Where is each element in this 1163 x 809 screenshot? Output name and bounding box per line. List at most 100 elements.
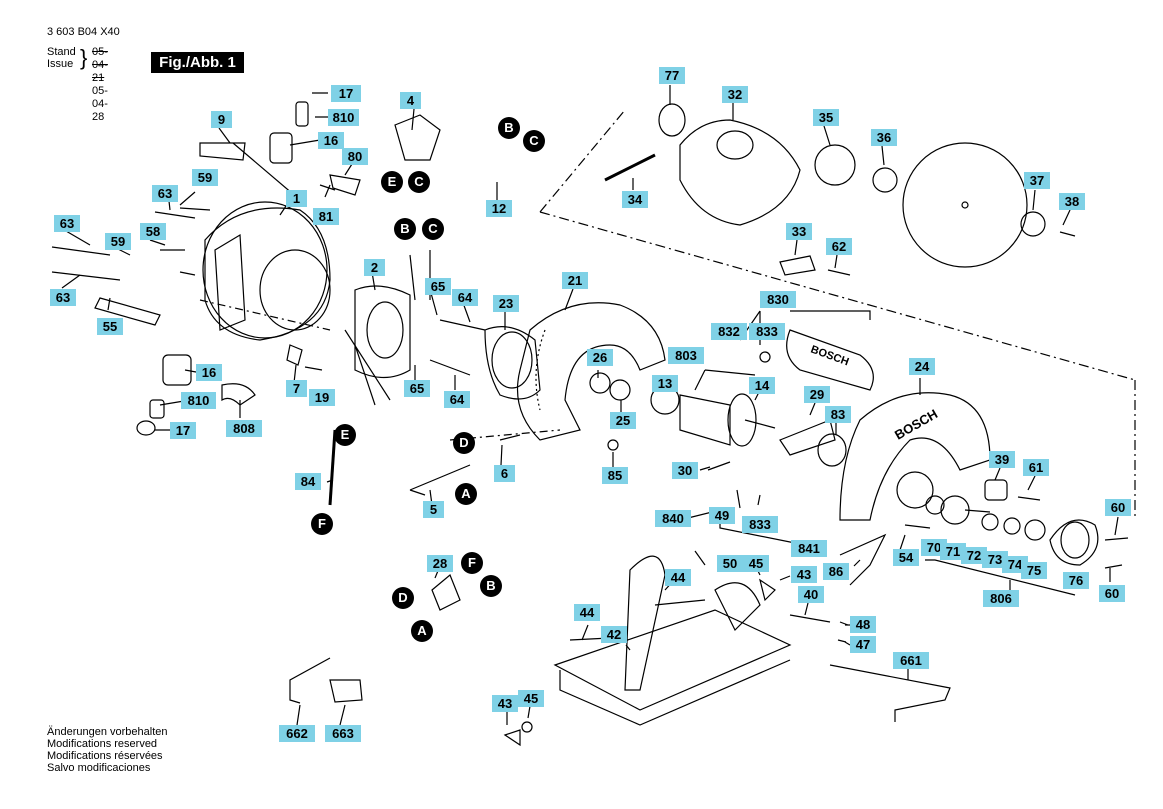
- figure-title: Fig./Abb. 1: [151, 52, 244, 73]
- stator: [344, 250, 431, 406]
- footer-line: Salvo modificaciones: [47, 762, 151, 774]
- part-label: 16: [318, 132, 344, 149]
- part-label: 77: [659, 67, 685, 84]
- footer-notes: Änderungen vorbehalten Modifications res…: [47, 726, 167, 774]
- connector-circle: C: [422, 218, 444, 240]
- footer-line: Modifications reserved: [47, 738, 158, 750]
- part-label: 36: [871, 129, 897, 146]
- base-plate: [553, 555, 792, 726]
- handle: [516, 302, 666, 441]
- part-label: 42: [601, 626, 627, 643]
- part-label: 833: [742, 516, 778, 533]
- connector-circle: D: [453, 432, 475, 454]
- part-label: 50: [717, 555, 743, 572]
- connector-circle: C: [408, 171, 430, 193]
- part-label: 25: [610, 412, 636, 429]
- part-label: 44: [665, 569, 691, 586]
- part-label: 71: [940, 543, 966, 560]
- part-label: 39: [989, 451, 1015, 468]
- part-label: 49: [709, 507, 735, 524]
- brand-mark-grip: BOSCH: [809, 344, 850, 369]
- part-label: 23: [493, 295, 519, 312]
- blade-guard: [679, 119, 801, 226]
- part-label: 803: [668, 347, 704, 364]
- part-label: 4: [400, 92, 421, 109]
- new-date: 05-04-28: [92, 85, 108, 123]
- part-label: 63: [152, 185, 178, 202]
- part-label: 48: [850, 616, 876, 633]
- part-label: 832: [711, 323, 747, 340]
- doc-number: 3 603 B04 X40: [47, 26, 120, 38]
- part-label: 24: [909, 358, 935, 375]
- part-label: 662: [279, 725, 315, 742]
- part-label: 841: [791, 540, 827, 557]
- part-label: 64: [444, 391, 470, 408]
- part-label: 28: [427, 555, 453, 572]
- part-label: 62: [826, 238, 852, 255]
- part-label: 54: [893, 549, 919, 566]
- part-label: 45: [518, 690, 544, 707]
- part-label: 21: [562, 272, 588, 289]
- part-label: 806: [983, 590, 1019, 607]
- part-label: 65: [425, 278, 451, 295]
- part-label: 40: [798, 586, 824, 603]
- part-label: 63: [54, 215, 80, 232]
- part-label: 38: [1059, 193, 1085, 210]
- part-label: 81: [313, 208, 339, 225]
- part-label: 60: [1099, 585, 1125, 602]
- part-label: 7: [286, 380, 307, 397]
- part-label: 63: [50, 289, 76, 306]
- part-label: 37: [1024, 172, 1050, 189]
- part-label: 43: [492, 695, 518, 712]
- saw-blade: [902, 142, 1028, 268]
- connector-circle: B: [480, 575, 502, 597]
- part-label: 2: [364, 259, 385, 276]
- part-label: 64: [452, 289, 478, 306]
- part-label: 73: [982, 551, 1008, 568]
- part-label: 12: [486, 200, 512, 217]
- brace-glyph: }: [80, 45, 88, 70]
- part-label: 60: [1105, 499, 1131, 516]
- connector-circle: E: [334, 424, 356, 446]
- stand-label: Stand: [47, 46, 76, 58]
- part-label: 59: [192, 169, 218, 186]
- part-label: 75: [1021, 562, 1047, 579]
- part-label: 83: [825, 406, 851, 423]
- part-label: 1: [286, 190, 307, 207]
- part-label: 65: [404, 380, 430, 397]
- footer-line: Modifications réservées: [47, 750, 163, 762]
- document-header: 3 603 B04 X40 Stand Issue } 05-04-21 05-…: [47, 26, 120, 123]
- part-label: 44: [574, 604, 600, 621]
- armature: [650, 385, 776, 447]
- brand-mark-housing: BOSCH: [892, 406, 940, 442]
- part-label: 47: [850, 636, 876, 653]
- part-label: 43: [791, 566, 817, 583]
- part-label: 661: [893, 652, 929, 669]
- issue-label: Issue: [47, 58, 74, 70]
- part-label: 84: [295, 473, 321, 490]
- connector-circle: E: [381, 171, 403, 193]
- part-label: 30: [672, 462, 698, 479]
- footer-line: Änderungen vorbehalten: [47, 726, 168, 738]
- part-label: 35: [813, 109, 839, 126]
- part-label: 808: [226, 420, 262, 437]
- part-label: 59: [105, 233, 131, 250]
- part-label: 833: [749, 323, 785, 340]
- connector-circle: B: [498, 117, 520, 139]
- part-label: 76: [1063, 572, 1089, 589]
- connector-circle: C: [523, 130, 545, 152]
- part-label: 17: [170, 422, 196, 439]
- part-label: 86: [823, 563, 849, 580]
- part-label: 58: [140, 223, 166, 240]
- part-label: 61: [1023, 459, 1049, 476]
- gear-housing: [839, 392, 991, 521]
- part-label: 26: [587, 349, 613, 366]
- part-label: 840: [655, 510, 691, 527]
- connector-circle: F: [311, 513, 333, 535]
- part-label: 34: [622, 191, 648, 208]
- part-label: 32: [722, 86, 748, 103]
- part-label: 17: [331, 85, 361, 102]
- connector-circle: A: [411, 620, 433, 642]
- part-label: 810: [181, 392, 216, 409]
